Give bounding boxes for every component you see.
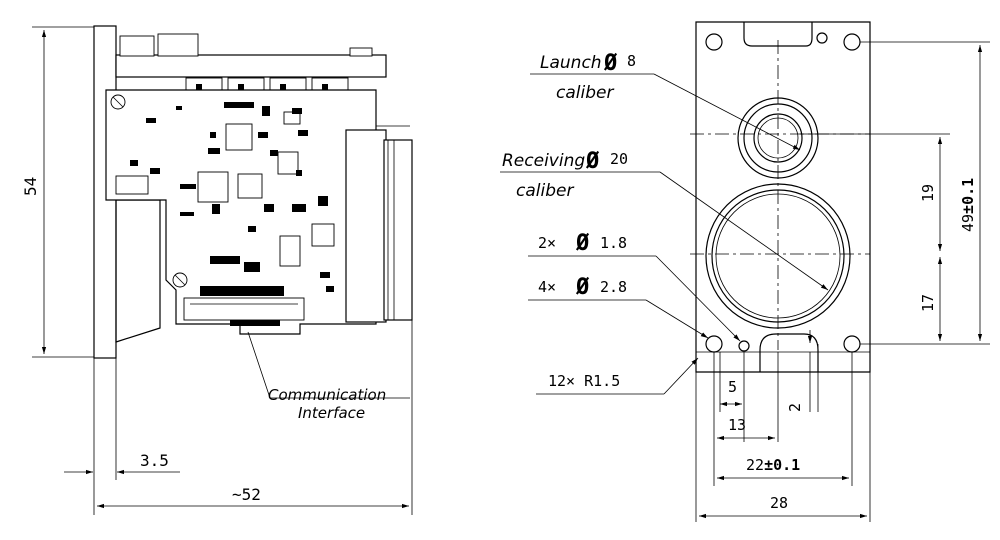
receiving-lens (705, 183, 851, 329)
dim-22-label: 22±0.1 (746, 456, 800, 474)
dim-52-label: ~52 (232, 485, 261, 504)
radius-note: 12× R1.5 (548, 372, 620, 390)
launch-sub: caliber (556, 83, 614, 103)
hole-small-diameter-symbol: Ø (575, 231, 590, 256)
hole-small-value: 1.8 (600, 234, 627, 252)
dim-3-5-label: 3.5 (140, 451, 169, 470)
front-plate-outline (695, 21, 871, 373)
radius-leader (663, 357, 699, 395)
top-notch (743, 22, 813, 47)
top-connector-1 (119, 35, 155, 57)
hole-top-left (705, 33, 723, 51)
dim-5-label: 5 (728, 378, 737, 396)
launch-diameter-symbol: Ø (603, 51, 618, 76)
top-board (115, 54, 387, 78)
side-view: Communication Interface 54 3.5 ~52 (21, 25, 413, 515)
top-chip (349, 47, 373, 57)
communication-label: Communication (268, 386, 386, 404)
housing-base (115, 199, 161, 343)
receiving-diameter-symbol: Ø (585, 149, 600, 174)
hole-small-count: 2× (538, 234, 556, 252)
pcb-components (115, 102, 335, 292)
hole-bottom-left (705, 335, 723, 353)
dim-19-label: 19 (919, 184, 937, 202)
communication-connector (183, 297, 305, 321)
dim-54-label: 54 (21, 177, 40, 196)
bottom-notch (759, 333, 819, 372)
receiving-value: 20 (610, 150, 628, 168)
mounting-holes (705, 32, 861, 353)
dim-2-label: 2 (786, 403, 804, 412)
hole-small-leader (655, 255, 741, 342)
dim-17-label: 17 (919, 294, 937, 312)
receiving-leader (659, 171, 829, 291)
lens-rim (387, 139, 395, 321)
hole-small-bottom (738, 340, 750, 352)
hole-large-diameter-symbol: Ø (575, 275, 590, 300)
hole-small-top (816, 32, 828, 44)
dim-49-label: 49±0.1 (959, 178, 977, 232)
receiving-label: Receiving (502, 151, 585, 171)
hole-large-leader (645, 299, 709, 339)
launch-lens (737, 97, 819, 179)
launch-value: 8 (627, 52, 636, 70)
lens-housing (383, 139, 413, 321)
dim-13-label: 13 (728, 416, 746, 434)
hole-large-value: 2.8 (600, 278, 627, 296)
launch-leader (653, 73, 801, 151)
communication-leader (247, 331, 410, 399)
dim-28-label: 28 (770, 494, 788, 512)
hole-top-right (843, 33, 861, 51)
front-view: Launch Ø 8 caliber Receiving Ø 20 calibe… (500, 21, 990, 522)
interface-label: Interface (298, 404, 365, 422)
launch-label: Launch (540, 53, 602, 73)
connector-pins (190, 286, 298, 326)
top-connector-2 (157, 33, 199, 57)
hole-bottom-right (843, 335, 861, 353)
optics-block (345, 129, 387, 323)
hole-large-count: 4× (538, 278, 556, 296)
receiving-sub: caliber (516, 181, 574, 201)
